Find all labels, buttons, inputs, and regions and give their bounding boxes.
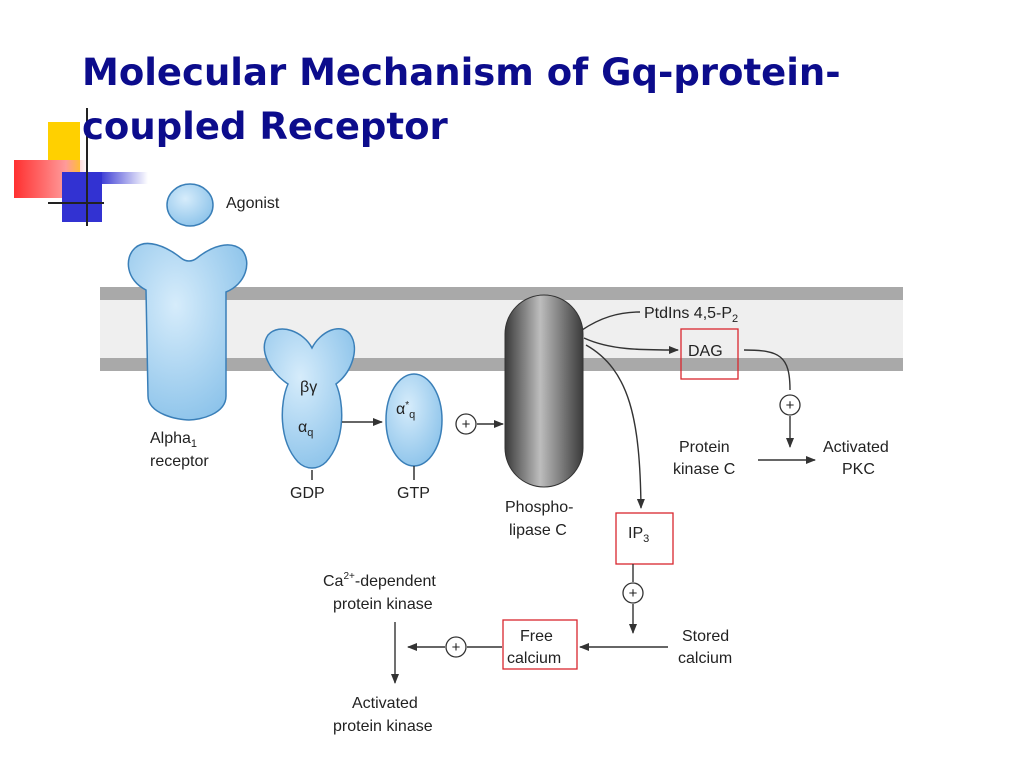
ptdins-connector: [581, 311, 641, 331]
plus-icon-dag: [779, 394, 801, 416]
plus-icon-calcium: [445, 636, 467, 658]
alpha1-receptor: [127, 242, 248, 421]
decoration-vertical-line: [86, 108, 88, 226]
gdp-label: GDP: [290, 485, 325, 502]
gq-protein-gdp: [263, 328, 356, 469]
free-calcium-highlight-box: [502, 619, 578, 670]
pkc-label-line1: Protein: [679, 439, 730, 456]
page-title: Molecular Mechanism of Gq-protein- coupl…: [82, 46, 982, 154]
activated-pkc-line2: PKC: [842, 461, 875, 478]
alpha-star-q-label: α*q: [396, 400, 415, 421]
svg-text:+: +: [786, 397, 795, 414]
arrow-to-ip3: [585, 344, 645, 509]
decoration-blue-gradient: [98, 172, 148, 184]
plus-icon-1: [455, 413, 477, 435]
plc-label-line2: lipase C: [509, 522, 567, 539]
beta-gamma-label: βγ: [300, 379, 317, 396]
free-calcium-line2: calcium: [507, 650, 561, 667]
svg-text:+: +: [462, 416, 471, 433]
arrow-to-dag: [583, 337, 679, 354]
free-calcium-line1: Free: [520, 628, 553, 645]
activated-pk-line2: protein kinase: [333, 718, 433, 735]
activated-pkc-line1: Activated: [823, 439, 889, 456]
activated-pk-line1: Activated: [352, 695, 418, 712]
ca-kinase-line1: Ca2+-dependent: [323, 571, 436, 590]
agonist-label: Agonist: [226, 195, 280, 212]
receptor-label-line2: receptor: [150, 453, 209, 470]
ptdins-label: PtdIns 4,5-P2: [644, 305, 738, 325]
ip3-label: IP3: [628, 525, 649, 545]
stored-calcium-line2: calcium: [678, 650, 732, 667]
plc-label-line1: Phospho-: [505, 499, 574, 516]
plus-icon-ip3: [622, 582, 644, 604]
pkc-label-line2: kinase C: [673, 461, 735, 478]
dag-to-pkc-connector: [743, 349, 791, 391]
title-line-2: coupled Receptor: [82, 105, 448, 148]
receptor-label-line1: Alpha1: [150, 430, 197, 450]
svg-text:+: +: [452, 639, 461, 656]
title-line-1: Molecular Mechanism of Gq-protein-: [82, 51, 841, 94]
dag-highlight-box: [680, 328, 739, 380]
alpha-q-label: αq: [298, 419, 313, 439]
agonist-molecule: [166, 183, 214, 227]
gtp-label: GTP: [397, 485, 430, 502]
svg-text:+: +: [629, 585, 638, 602]
stored-calcium-line1: Stored: [682, 628, 729, 645]
phospholipase-c: [504, 294, 584, 488]
dag-label: DAG: [688, 343, 723, 360]
ip3-highlight-box: [615, 512, 674, 565]
ca-kinase-line2: protein kinase: [333, 596, 433, 613]
decoration-horizontal-line: [48, 202, 104, 204]
decoration-blue-square: [62, 172, 102, 222]
